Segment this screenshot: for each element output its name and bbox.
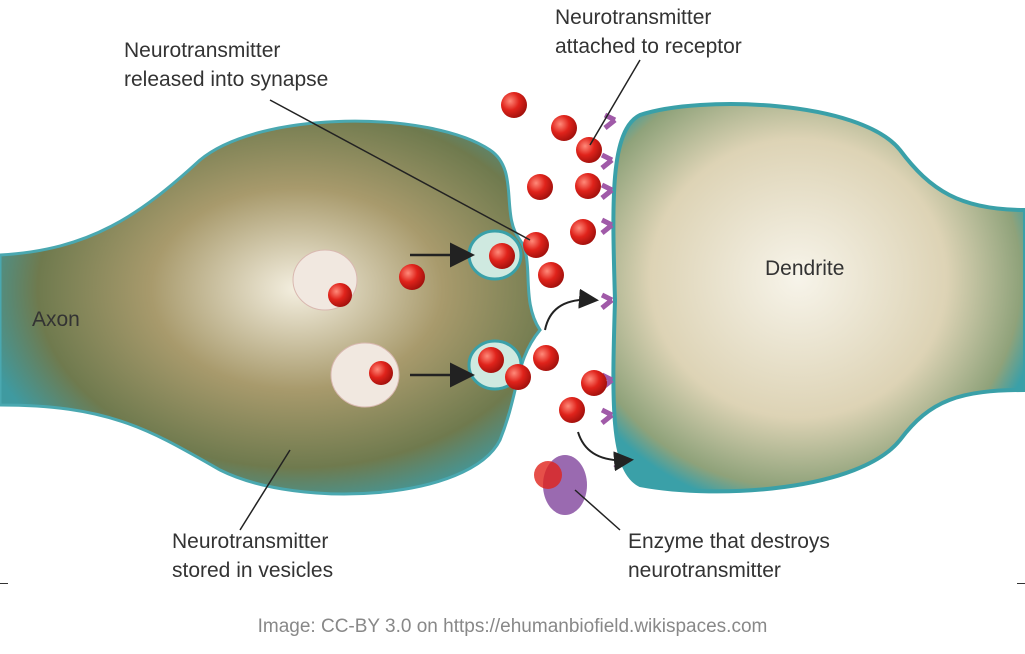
label-stored: Neurotransmitter stored in vesicles [172, 527, 333, 585]
tick-mark [1017, 583, 1025, 584]
label-line: attached to receptor [555, 35, 742, 58]
tick-mark [0, 583, 8, 584]
leader-line [574, 489, 621, 531]
neurotransmitters [328, 92, 607, 423]
arrow [577, 431, 634, 472]
leader-line [269, 99, 531, 241]
label-line: Enzyme that destroys [628, 530, 830, 553]
label-dendrite: Dendrite [765, 257, 845, 280]
axon-terminal [0, 119, 542, 496]
label-line: Neurotransmitter [555, 6, 712, 29]
destroyed-neurotransmitter [534, 461, 562, 489]
label-axon: Axon [32, 308, 80, 331]
label-enzyme: Enzyme that destroys neurotransmitter [628, 527, 830, 585]
label-attached: Neurotransmitter attached to receptor [555, 3, 742, 61]
label-line: stored in vesicles [172, 559, 334, 582]
label-line: released into synapse [124, 68, 329, 91]
arrow [544, 288, 599, 331]
image-caption: Image: CC-BY 3.0 on https://ehumanbiofie… [257, 616, 768, 637]
vesicle [330, 342, 400, 408]
label-line: neurotransmitter [628, 559, 781, 582]
label-released: Neurotransmitter released into synapse [124, 36, 328, 94]
label-line: Neurotransmitter [172, 530, 329, 553]
label-line: Neurotransmitter [124, 39, 281, 62]
leader-line [589, 59, 641, 146]
leader-line [239, 449, 291, 531]
dendrite [611, 102, 1025, 494]
